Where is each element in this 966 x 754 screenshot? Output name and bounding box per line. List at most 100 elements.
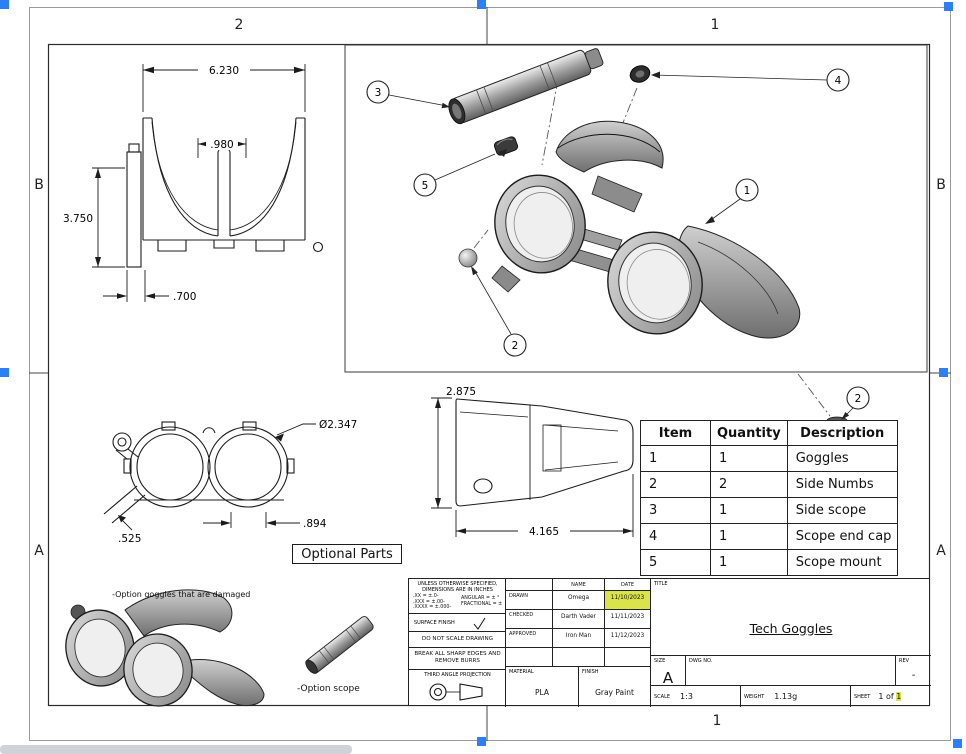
dim-text-lens-spacing[interactable]: .894 [303,518,327,530]
bom-row-2: 2 2 Side Numbs [640,471,898,498]
bom-header-quantity[interactable]: Quantity [710,420,788,446]
dwg-no-label: DWG NO. [689,658,713,664]
surface-finish-cell: SURFACE FINISH [409,613,506,631]
dim-text-front-tab[interactable]: .700 [173,291,196,303]
dim-text-front-height[interactable]: 3.750 [63,213,93,225]
part-goggles-body[interactable] [486,120,801,342]
bom-cell-qty[interactable]: 1 [710,497,788,524]
part-scope-mount[interactable] [493,136,519,157]
dim-side-height[interactable]: 2.875 [431,386,476,509]
view-side-profile[interactable] [455,398,634,507]
balloon-1[interactable]: 1 [705,178,759,224]
bom-cell-desc[interactable]: Side scope [786,497,898,524]
dim-front-slot[interactable]: .980 [197,138,247,158]
approved-name[interactable]: Iron Man [553,629,605,648]
bom-row-1: 1 1 Goggles [640,445,898,472]
sheet-value[interactable]: 1 of 1 [878,692,902,701]
surface-finish-icon [473,617,486,630]
dim-text-front-width[interactable]: 6.230 [209,65,239,77]
balloon-4-number[interactable]: 4 [835,75,842,87]
bom-cell-item[interactable]: 1 [640,445,711,472]
selection-handle-middle-left[interactable] [0,368,9,377]
spec-note: UNLESS OTHERWISE SPECIFIED, DIMENSIONS A… [409,579,506,613]
dim-lens-spacing[interactable]: .894 [203,512,327,530]
part-side-scope[interactable] [446,44,606,126]
bom-cell-item[interactable]: 4 [640,523,711,550]
finish-value[interactable]: Gray Paint [595,688,634,697]
horizontal-scrollbar-thumb[interactable] [0,745,352,754]
bom-cell-desc[interactable]: Scope mount [786,549,898,576]
scale-cell: SCALE 1:3 [651,686,741,707]
scale-value[interactable]: 1:3 [680,692,693,701]
dim-scope-offset[interactable]: .525 [118,515,141,545]
dim-side-length[interactable]: 4.165 [455,474,634,538]
balloon-5-number[interactable]: 5 [422,180,429,192]
balloon-2-right-number[interactable]: 2 [855,393,862,405]
drawing-title[interactable]: Tech Goggles [749,621,833,636]
bom-cell-qty[interactable]: 1 [710,549,788,576]
zone-label-right-a: A [936,543,946,559]
selection-handle-bottom-right[interactable] [953,739,962,748]
balloon-2-right[interactable]: 2 [841,386,870,420]
bom-table[interactable]: Item Quantity Description 1 1 Goggles 2 … [640,420,898,576]
drawn-name[interactable]: Omega [553,591,605,610]
sheet-value-prefix: 1 of [878,692,897,701]
surface-finish-label: SURFACE FINISH [414,620,455,626]
view-exploded[interactable]: 3 4 5 1 [344,44,928,438]
bom-cell-desc[interactable]: Scope end cap [786,523,898,550]
selection-handle-top-left[interactable] [0,0,9,9]
deburr-line-2: REMOVE BURRS [435,658,480,664]
balloon-2-left-number[interactable]: 2 [512,340,519,352]
balloon-3-number[interactable]: 3 [375,87,382,99]
selection-handle-bottom-middle[interactable] [477,737,486,746]
rev-value[interactable]: - [911,670,916,681]
dim-text-front-slot[interactable]: .980 [210,139,233,151]
bom-cell-qty[interactable]: 1 [710,445,788,472]
view-optional-scope[interactable] [303,615,374,676]
dim-lens-diameter[interactable]: Ø2.347 [275,419,357,442]
do-not-scale-cell: DO NOT SCALE DRAWING [409,631,506,647]
bom-cell-desc[interactable]: Goggles [786,445,898,472]
bom-cell-qty[interactable]: 2 [710,471,788,498]
drawn-label: DRAWN [506,591,553,610]
sheet-label: SHEET [854,693,871,700]
bom-cell-item[interactable]: 5 [640,549,711,576]
selection-handle-top-middle[interactable] [477,0,486,9]
dim-text-side-height[interactable]: 2.875 [446,386,476,398]
approved-date[interactable]: 11/12/2023 [605,629,651,648]
balloon-1-number[interactable]: 1 [744,185,751,197]
bom-cell-qty[interactable]: 1 [710,523,788,550]
selection-handle-middle-right[interactable] [939,368,948,377]
material-label: MATERIAL [509,669,534,675]
projection-cell: THIRD ANGLE PROJECTION [409,669,506,707]
drawn-date[interactable]: 11/10/2023 [605,591,651,610]
balloon-4[interactable]: 4 [651,68,850,92]
bom-header-item[interactable]: Item [640,420,711,446]
zone-label-left-a: A [34,543,44,559]
balloon-3[interactable]: 3 [366,80,450,109]
tolerance-xxxx: .XXXX = ±.000- [413,605,452,611]
selection-handle-top-right[interactable] [944,2,953,11]
bom-cell-item[interactable]: 2 [640,471,711,498]
dim-text-scope-offset[interactable]: .525 [118,533,141,545]
title-block: UNLESS OTHERWISE SPECIFIED, DIMENSIONS A… [408,578,931,707]
bom-cell-desc[interactable]: Side Numbs [786,471,898,498]
dim-front-height[interactable]: 3.750 [63,167,125,268]
view-optional-goggles[interactable] [60,589,265,712]
view-lens-front[interactable] [103,421,295,524]
checked-date[interactable]: 11/11/2023 [605,610,651,629]
balloon-2-left[interactable]: 2 [471,266,527,357]
bom-cell-item[interactable]: 3 [640,497,711,524]
bom-header-description[interactable]: Description [786,420,898,446]
balloon-5[interactable]: 5 [413,149,507,197]
dim-text-side-length[interactable]: 4.165 [529,526,559,538]
part-scope-end-cap[interactable] [628,63,652,85]
dim-text-lens-diameter[interactable]: Ø2.347 [319,419,357,431]
part-side-numb-left[interactable] [458,248,478,268]
dim-front-width[interactable]: 6.230 [142,63,306,112]
checked-name[interactable]: Darth Vader [553,610,605,629]
material-value[interactable]: PLA [534,688,549,697]
weight-value[interactable]: 1.13g [774,692,798,701]
dim-front-tab[interactable]: .700 [103,270,196,303]
spec-line-2: DIMENSIONS ARE IN INCHES [422,587,493,593]
